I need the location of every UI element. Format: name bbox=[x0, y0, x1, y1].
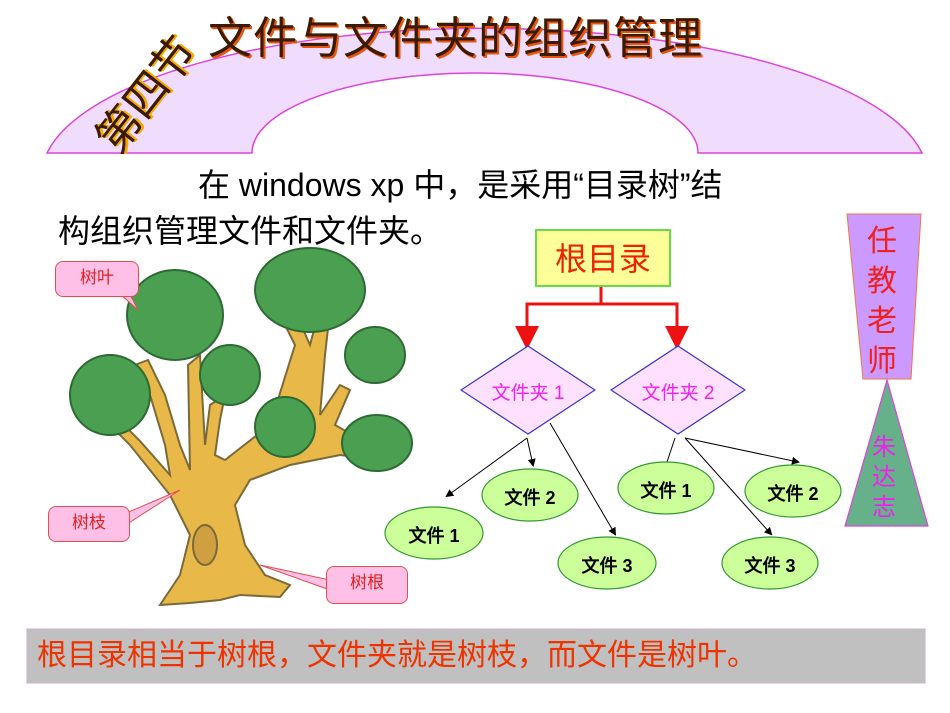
folder-1-label: 文件夹 1 bbox=[491, 383, 565, 404]
teacher-label-char: 任 bbox=[867, 224, 897, 259]
teacher-shapes bbox=[844, 213, 929, 527]
callout-branch: 树枝 bbox=[48, 506, 130, 542]
teacher-name-char: 达 bbox=[872, 463, 896, 491]
folder-2-file-3: 文件 3 bbox=[744, 556, 796, 576]
folder-1-file-1: 文件 1 bbox=[408, 526, 460, 546]
callout-root: 树根 bbox=[326, 566, 408, 604]
summary-bar: 根目录相当于树根，文件夹就是树枝，而文件是树叶。 bbox=[26, 628, 926, 684]
teacher-name-char: 朱 bbox=[872, 433, 896, 461]
folder-1-file-3: 文件 3 bbox=[581, 556, 633, 576]
folder-2-file-2: 文件 2 bbox=[767, 484, 819, 504]
teacher-name-char: 志 bbox=[872, 493, 896, 521]
callout-leaf: 树叶 bbox=[55, 261, 139, 297]
teacher-label-char: 师 bbox=[867, 344, 897, 379]
teacher-label-char: 教 bbox=[867, 264, 897, 299]
folder-2-label: 文件夹 2 bbox=[641, 383, 715, 404]
intro-line-1: 在 windows xp 中，是采用“目录树”结 bbox=[198, 167, 723, 203]
tree-illustration bbox=[69, 247, 413, 607]
folder-2-file-1: 文件 1 bbox=[640, 481, 692, 501]
directory-tree-connectors bbox=[445, 283, 800, 536]
folder-1-diamond bbox=[460, 345, 596, 435]
root-directory-node: 根目录 bbox=[535, 229, 671, 287]
header-arch bbox=[45, 27, 924, 154]
intro-line-2: 构组织管理文件和文件夹。 bbox=[58, 213, 443, 249]
teacher-name: 朱 达 志 bbox=[862, 432, 906, 522]
teacher-label: 任 教 老 师 bbox=[857, 222, 907, 382]
page-title: 文件与文件夹的组织管理 bbox=[208, 13, 703, 64]
folder-2-diamond bbox=[610, 345, 746, 435]
folder-1-file-2: 文件 2 bbox=[504, 488, 556, 508]
teacher-label-char: 老 bbox=[867, 304, 897, 339]
